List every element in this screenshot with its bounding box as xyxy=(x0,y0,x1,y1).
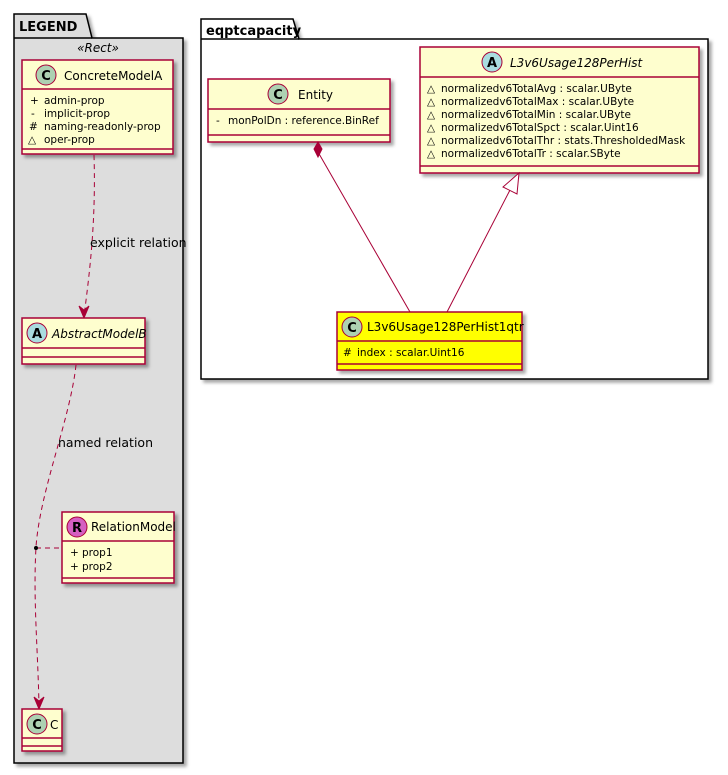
attr-visibility-package-icon: △ xyxy=(28,134,37,146)
class-name: ConcreteModelA xyxy=(64,69,163,83)
legend-title: LEGEND xyxy=(19,20,78,35)
svg-text:C: C xyxy=(32,718,42,733)
class-l3v6usage128perhist1qtr[interactable]: C L3v6Usage128PerHist1qtr # index : scal… xyxy=(336,311,524,371)
attr-label: normalizedv6TotalTr : scalar.SByte xyxy=(441,148,621,160)
attr-label: admin-prop xyxy=(44,95,105,107)
svg-text:A: A xyxy=(32,327,42,342)
named-relation-arrow: named relation xyxy=(33,364,153,711)
attr-label: oper-prop xyxy=(44,134,95,146)
attr-visibility-private-icon: - xyxy=(216,115,220,127)
svg-text:A: A xyxy=(487,56,497,71)
attr-label: naming-readonly-prop xyxy=(44,121,161,133)
class-concrete-model-a[interactable]: C ConcreteModelA + admin-prop - implicit… xyxy=(21,59,174,155)
class-name: Entity xyxy=(298,88,333,102)
attr-label: normalizedv6TotalMin : scalar.UByte xyxy=(441,109,631,121)
attr-visibility-package-icon: △ xyxy=(427,96,436,108)
attr-visibility-protected-icon: # xyxy=(343,347,352,359)
class-c-icon xyxy=(267,83,289,105)
inheritance-triangle-icon xyxy=(502,171,520,195)
composition-connector xyxy=(313,140,411,313)
class-c-icon xyxy=(35,64,57,86)
attr-visibility-package-icon: △ xyxy=(427,109,436,121)
legend-stereotype: «Rect» xyxy=(77,41,119,55)
class-entity[interactable]: C Entity - monPolDn : reference.BinRef xyxy=(207,78,391,143)
package-title: eqptcapacity xyxy=(206,24,302,39)
svg-text:C: C xyxy=(273,88,283,103)
attr-label: implicit-prop xyxy=(44,108,110,120)
attr-label: index : scalar.Uint16 xyxy=(357,347,465,359)
svg-text:C: C xyxy=(41,69,51,84)
class-abstract-model-b[interactable]: A AbstractModelB xyxy=(21,317,147,365)
attr-label: prop1 xyxy=(82,547,113,559)
class-c[interactable]: C C xyxy=(21,708,63,752)
attr-label: normalizedv6TotalThr : stats.Thresholded… xyxy=(441,135,686,147)
class-name: AbstractModelB xyxy=(51,327,147,341)
relation-r-icon xyxy=(66,516,88,538)
explicit-relation-arrow: explicit relation xyxy=(78,154,187,320)
attr-visibility-package-icon: △ xyxy=(427,122,436,134)
generalization-connector xyxy=(446,171,520,313)
class-name: L3v6Usage128PerHist xyxy=(510,56,644,70)
attr-label: normalizedv6TotalSpct : scalar.Uint16 xyxy=(441,122,639,134)
class-name: L3v6Usage128PerHist1qtr xyxy=(367,320,524,334)
attr-visibility-package-icon: △ xyxy=(427,83,436,95)
class-name: C xyxy=(50,718,58,732)
svg-text:C: C xyxy=(347,321,357,336)
class-c-icon xyxy=(341,316,363,338)
attr-visibility-private-icon: - xyxy=(31,108,35,120)
attr-label: monPolDn : reference.BinRef xyxy=(228,115,379,127)
class-l3v6usage128perhist[interactable]: A L3v6Usage128PerHist △ normalizedv6Tota… xyxy=(419,46,700,174)
class-relation-model[interactable]: R RelationModel + prop1 + prop2 xyxy=(61,511,176,584)
svg-text:R: R xyxy=(72,521,82,536)
class-c-icon xyxy=(26,713,48,735)
class-name: RelationModel xyxy=(91,520,176,534)
abstract-a-icon xyxy=(26,322,48,344)
attr-label: normalizedv6TotalMax : scalar.UByte xyxy=(441,96,634,108)
attr-list: △ normalizedv6TotalAvg : scalar.UByte △ … xyxy=(427,83,686,160)
attr-visibility-package-icon: △ xyxy=(427,148,436,160)
attr-visibility-protected-icon: # xyxy=(29,121,38,133)
attr-visibility-package-icon: △ xyxy=(427,135,436,147)
attr-label: normalizedv6TotalAvg : scalar.UByte xyxy=(441,83,632,95)
attr-label: prop2 xyxy=(82,561,113,573)
abstract-a-icon xyxy=(481,51,503,73)
attr-visibility-public-icon: + xyxy=(70,561,79,573)
attr-visibility-public-icon: + xyxy=(30,95,39,107)
attr-visibility-public-icon: + xyxy=(70,547,79,559)
attr-list: + admin-prop - implicit-prop # naming-re… xyxy=(28,95,161,146)
composition-diamond-icon xyxy=(313,140,323,159)
explicit-relation-label: explicit relation xyxy=(90,235,187,250)
named-relation-label: named relation xyxy=(58,435,153,450)
